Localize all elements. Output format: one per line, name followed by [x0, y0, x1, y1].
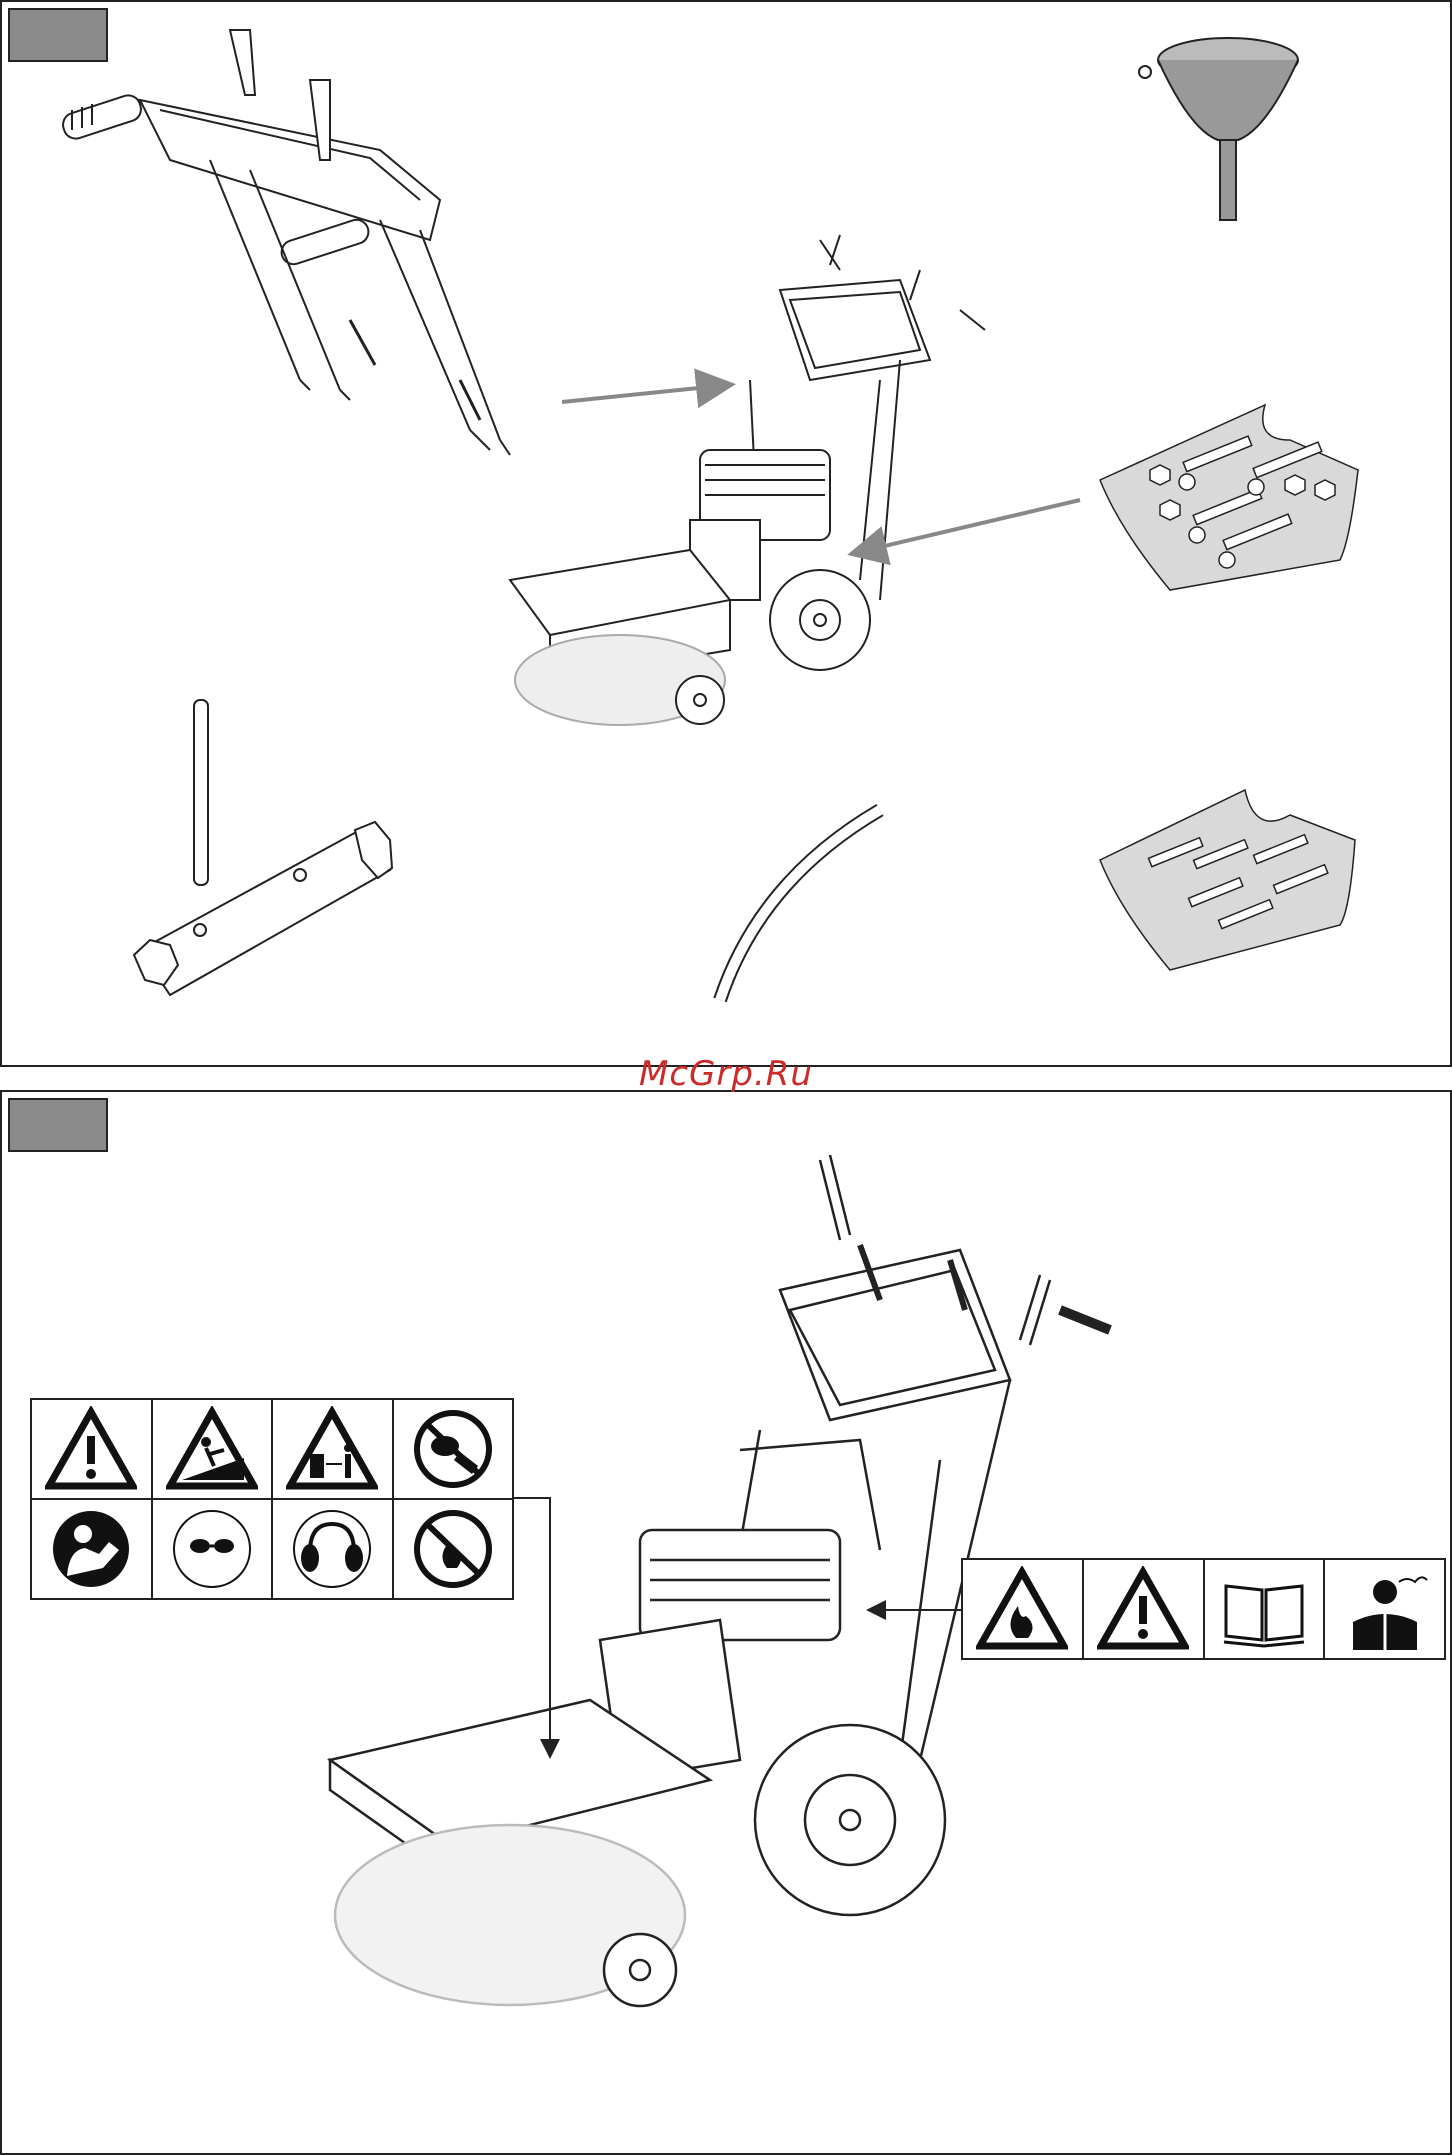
eye-protection-icon	[166, 1506, 258, 1592]
read-manual-icon	[45, 1506, 137, 1592]
sign-cell	[962, 1559, 1083, 1659]
safety-signs-right	[961, 1558, 1446, 1660]
sign-cell	[272, 1499, 393, 1599]
toxic-fumes-icon	[1339, 1566, 1431, 1652]
flammable-warning-icon	[976, 1566, 1068, 1652]
sign-cell	[1324, 1559, 1445, 1659]
keep-distance-icon	[286, 1406, 378, 1492]
sign-cell	[272, 1399, 393, 1499]
hardware-bag-bolts-icon	[1100, 790, 1355, 970]
sign-cell	[1083, 1559, 1204, 1659]
safety-signs-left	[30, 1398, 514, 1600]
sign-cell	[393, 1499, 514, 1599]
no-hands-brush-icon	[407, 1406, 499, 1492]
slope-hazard-icon	[166, 1406, 258, 1492]
sign-cell	[31, 1399, 152, 1499]
sign-cell	[152, 1399, 273, 1499]
sign-cell	[31, 1499, 152, 1599]
general-warning-icon	[45, 1406, 137, 1492]
sweeper-machine-small	[510, 235, 985, 725]
handlebar-assembly	[60, 30, 510, 455]
no-open-flame-icon	[407, 1506, 499, 1592]
tube-wrench-icon	[134, 700, 392, 995]
sign-cell	[1204, 1559, 1325, 1659]
sign-cell	[393, 1399, 514, 1499]
sign-cell	[152, 1499, 273, 1599]
hose-icon	[720, 810, 880, 1000]
hardware-bag-icon	[1100, 405, 1358, 590]
funnel-icon	[1139, 38, 1298, 220]
general-warning-icon	[1097, 1566, 1189, 1652]
open-manual-icon	[1218, 1566, 1310, 1652]
ear-protection-icon	[286, 1506, 378, 1592]
